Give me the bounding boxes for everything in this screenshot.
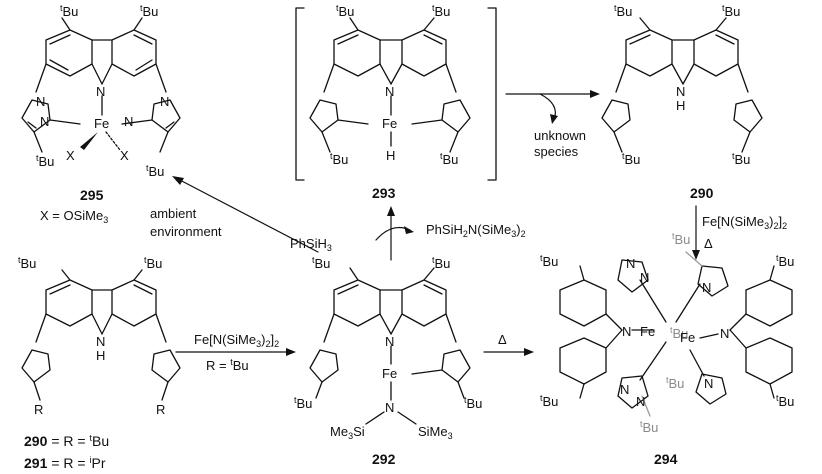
n-294-c: N bbox=[702, 280, 711, 295]
label-290-top: 290 bbox=[690, 185, 714, 201]
n-295: N bbox=[96, 84, 105, 99]
n-294-e: N bbox=[636, 394, 645, 409]
delta-right: Δ bbox=[704, 236, 713, 251]
tbu-293-pz-left: tBu bbox=[330, 151, 348, 167]
tbu-294-grey-1: tBu bbox=[672, 231, 690, 247]
n-bl: N bbox=[96, 334, 105, 349]
phsih3: PhSiH3 bbox=[290, 236, 332, 253]
tbu-292-pz-right: tBu bbox=[464, 395, 482, 411]
fe-294-b: Fe bbox=[680, 330, 695, 345]
arrow-290-to-294: Fe[N(SiMe3)2]2 Δ bbox=[692, 205, 787, 260]
compound-293: tBu tBu N Fe H tBu tBu 293 bbox=[295, 3, 497, 201]
unknown-line2: species bbox=[534, 144, 579, 159]
tbu-bl-left: tBu bbox=[18, 255, 36, 271]
n-295-a: N bbox=[36, 94, 45, 109]
tbu-292-left: tBu bbox=[312, 255, 330, 271]
fe-292: Fe bbox=[382, 366, 397, 381]
label-292: 292 bbox=[372, 451, 396, 467]
delta-bottom: Δ bbox=[498, 332, 507, 347]
arrow-to-293: PhSiH3 PhSiH2N(SiMe3)2 bbox=[290, 206, 526, 261]
arrow-293-to-290: unknown species bbox=[505, 90, 600, 159]
n-294-left: N bbox=[622, 324, 631, 339]
compound-295: tBu tBu N N N N N Fe X X tBu tBu 295 X =… bbox=[21, 3, 181, 225]
n-294-right: N bbox=[720, 326, 729, 341]
fe-reagent-bottom: Fe[N(SiMe3)2]2 bbox=[194, 332, 279, 349]
label-294: 294 bbox=[654, 451, 678, 467]
n-294-a: N bbox=[626, 256, 635, 271]
tbu-294-tl: tBu bbox=[540, 253, 558, 269]
tbu-294-br: tBu bbox=[776, 393, 794, 409]
r-bl-right: R bbox=[156, 402, 165, 417]
tbu-295-pz-right: tBu bbox=[146, 163, 164, 179]
h-bl: H bbox=[96, 348, 105, 363]
compound-290-291: tBu tBu N H R R 290= R = tBu 291= R = iP… bbox=[18, 255, 181, 471]
tbu-293-left: tBu bbox=[336, 3, 354, 19]
n-294-d: N bbox=[620, 382, 629, 397]
compound-292: tBu tBu N Fe N tBu tBu Me3Si SiMe3 292 bbox=[294, 255, 482, 467]
me3si-292: Me3Si bbox=[330, 424, 365, 441]
x-295-left: X bbox=[66, 148, 75, 163]
r-eq-bottom: R = tBu bbox=[206, 357, 249, 373]
tbu-294-grey-3: tBu bbox=[666, 375, 684, 391]
tbu-bl-right: tBu bbox=[144, 255, 162, 271]
compound-290-top: tBu tBu N H tBu tBu 290 bbox=[601, 3, 763, 201]
n-295-d: N bbox=[124, 114, 133, 129]
tbu-290-right: tBu bbox=[722, 3, 740, 19]
tbu-290-pz-right: tBu bbox=[732, 151, 750, 167]
n-293: N bbox=[385, 84, 394, 99]
ambient-line2: environment bbox=[150, 224, 222, 239]
arrow-292-to-294: Δ bbox=[483, 332, 534, 356]
eq-290: 290= R = tBu bbox=[24, 433, 109, 449]
tbu-294-grey-4: tBu bbox=[640, 419, 658, 435]
label-293: 293 bbox=[372, 185, 396, 201]
unknown-line1: unknown bbox=[534, 128, 586, 143]
tbu-290-pz-left: tBu bbox=[622, 151, 640, 167]
fe-reagent-right: Fe[N(SiMe3)2]2 bbox=[702, 214, 787, 231]
fe-293: Fe bbox=[382, 116, 397, 131]
n-295-c: N bbox=[40, 114, 49, 129]
tbu-294-tr: tBu bbox=[776, 253, 794, 269]
n-292: N bbox=[385, 334, 394, 349]
label-295: 295 bbox=[80, 187, 104, 203]
tbu-295-right: tBu bbox=[140, 3, 158, 19]
tbu-292-right: tBu bbox=[432, 255, 450, 271]
tbu-295-left: tBu bbox=[60, 3, 78, 19]
tbu-293-right: tBu bbox=[432, 3, 450, 19]
phsih2n: PhSiH2N(SiMe3)2 bbox=[426, 222, 526, 239]
eq-291: 291= R = iPr bbox=[24, 455, 106, 471]
x-eq-295: X = OSiMe3 bbox=[40, 208, 108, 225]
n-294-f: N bbox=[704, 376, 713, 391]
sime3-292: SiMe3 bbox=[418, 424, 453, 441]
x-295-right: X bbox=[120, 148, 129, 163]
arrow-290-to-292: Fe[N(SiMe3)2]2 R = tBu bbox=[175, 332, 296, 373]
ambient-line1: ambient bbox=[150, 206, 197, 221]
tbu-295-pz-left: tBu bbox=[36, 153, 54, 169]
n-295-b: N bbox=[160, 94, 169, 109]
tbu-290-left: tBu bbox=[614, 3, 632, 19]
h-293: H bbox=[386, 148, 395, 163]
h-290: H bbox=[676, 98, 685, 113]
compound-294: tBu tBu tBu tBu tBu tBu tBu tBu N N Fe F… bbox=[540, 231, 794, 467]
tbu-292-pz-left: tBu bbox=[294, 395, 312, 411]
tbu-294-grey-2: tBu bbox=[670, 325, 688, 341]
fe-295: Fe bbox=[94, 116, 109, 131]
fe-294-a: Fe bbox=[640, 324, 655, 339]
n-294-b: N bbox=[640, 270, 649, 285]
tbu-294-bl: tBu bbox=[540, 393, 558, 409]
arrow-to-295: ambient environment bbox=[150, 176, 319, 253]
n-amide-292: N bbox=[385, 400, 394, 415]
n-290: N bbox=[676, 84, 685, 99]
r-bl-left: R bbox=[34, 402, 43, 417]
tbu-293-pz-right: tBu bbox=[440, 151, 458, 167]
